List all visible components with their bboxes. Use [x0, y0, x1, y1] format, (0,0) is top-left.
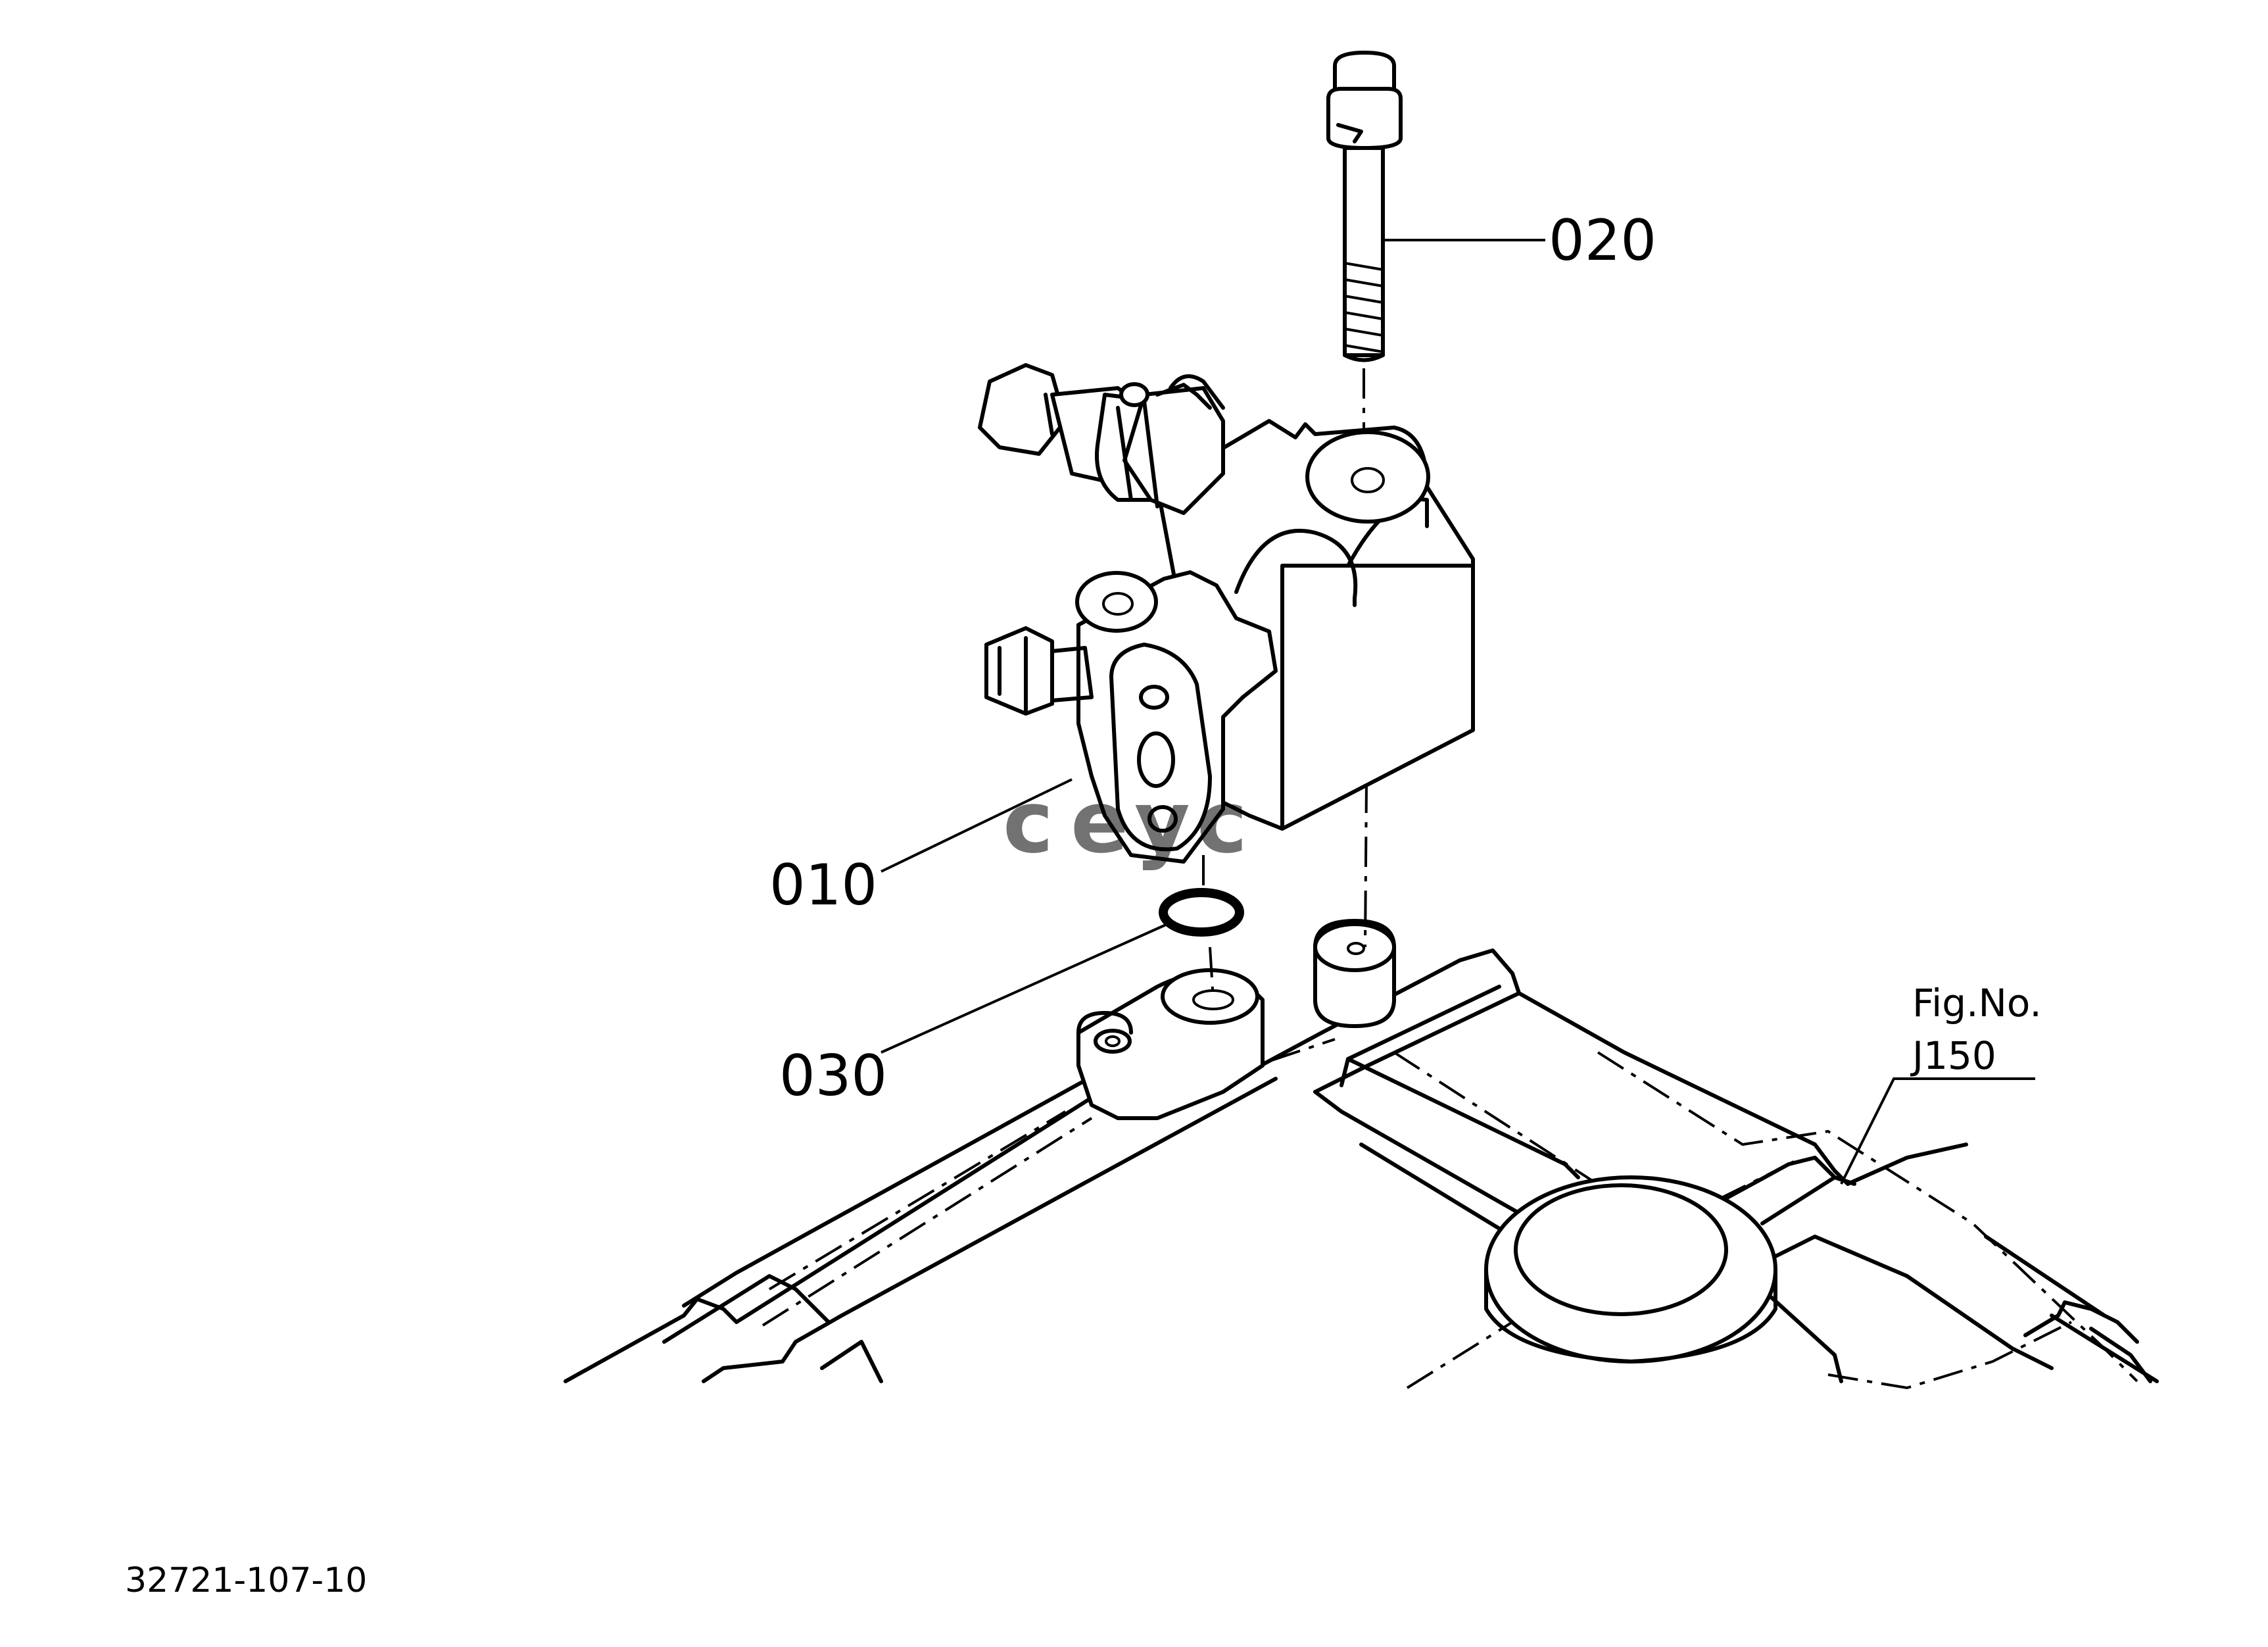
drawing-number: 32721-107-10 — [125, 1561, 367, 1600]
watermark-letter-2: e — [1071, 772, 1128, 872]
watermark-logo: c e y c — [1003, 772, 1247, 872]
callout-030: 030 — [779, 1043, 887, 1109]
figure-ref-number: J150 — [1910, 1033, 1996, 1078]
alignment-lines — [1202, 368, 1368, 1000]
callout-010: 010 — [769, 852, 877, 918]
bolt-part — [1326, 51, 1403, 362]
watermark-letter-1: c — [1003, 772, 1053, 872]
callout-020: 020 — [1549, 208, 1656, 274]
figure-ref-label: Fig.No. — [1912, 981, 2042, 1025]
o-ring-part — [1159, 888, 1244, 937]
watermark-letter-3: y — [1134, 772, 1190, 872]
leader-lines — [881, 239, 2035, 1185]
watermark-letter-4: c — [1197, 772, 1247, 872]
valve-part — [978, 363, 1475, 864]
base-housing — [564, 919, 2159, 1390]
